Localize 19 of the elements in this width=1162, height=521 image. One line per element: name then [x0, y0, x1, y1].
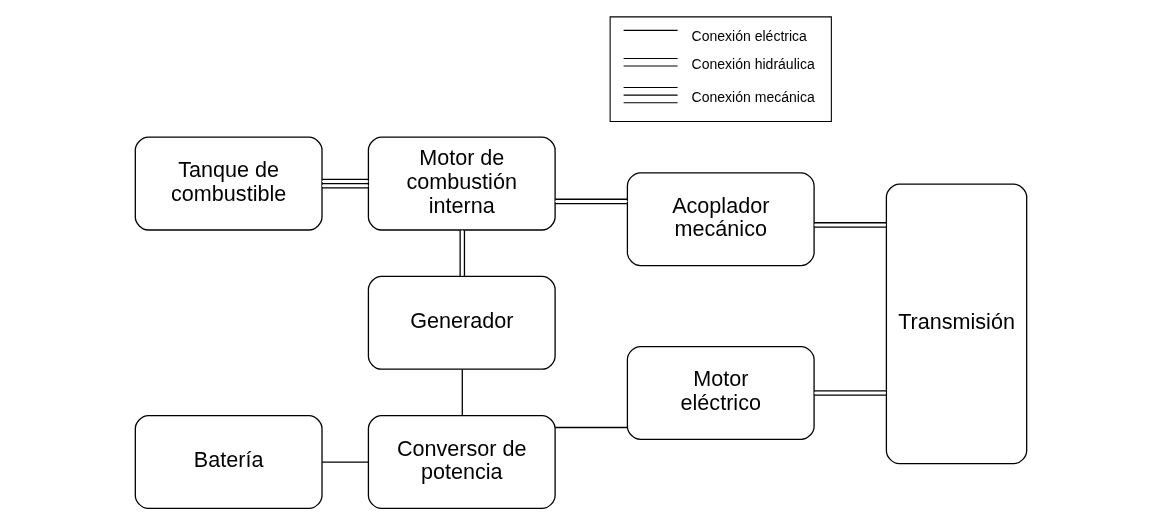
- node-box: Conversor de potencia: [367, 415, 556, 510]
- legend-label: Conexión eléctrica: [691, 27, 807, 44]
- connector: [459, 229, 466, 277]
- connector: [554, 198, 629, 205]
- connector: [813, 390, 887, 396]
- legend-label: Conexión hidráulica: [691, 56, 815, 73]
- node-box: Batería: [134, 415, 323, 510]
- node-box: Transmisión: [885, 183, 1028, 465]
- connector: [813, 222, 887, 228]
- node-box: Generador: [367, 275, 556, 370]
- node-box: Motor eléctrico: [626, 345, 815, 440]
- connector: [321, 178, 369, 189]
- connector: [321, 461, 369, 463]
- legend-label: Conexión mecánica: [691, 89, 815, 106]
- connector: [554, 426, 629, 429]
- node-box: Motor de combustión interna: [367, 136, 556, 231]
- connector: [461, 368, 463, 416]
- node-box: Acoplador mecánico: [626, 172, 815, 267]
- node-box: Tanque de combustible: [134, 136, 323, 231]
